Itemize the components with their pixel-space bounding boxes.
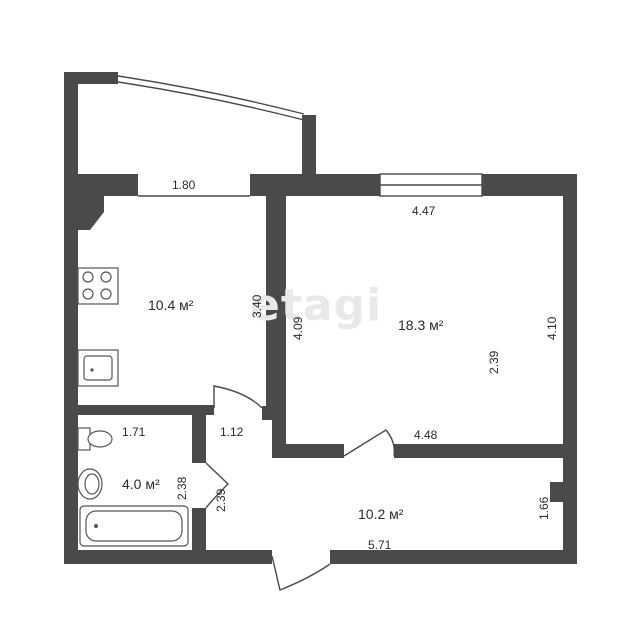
balcony-window-inner (117, 81, 305, 121)
living-bottom-wall-left (272, 444, 344, 458)
living-bottom-label: 4.48 (414, 428, 438, 442)
partition-end (262, 406, 272, 420)
walls (64, 173, 577, 564)
bottom-wall-right (330, 550, 577, 564)
kitchen-door (213, 385, 263, 409)
bathtub-inner (85, 510, 183, 542)
hall-nook-label: 1.12 (220, 425, 244, 439)
entrance-door (271, 555, 331, 591)
stove-burner-icon (100, 271, 112, 283)
hall-width-label: 5.71 (368, 538, 392, 552)
kitchen-fixtures (77, 267, 119, 387)
bathroom-height-label: 2.38 (175, 476, 189, 500)
right-wall-pier (550, 482, 564, 502)
living-bottom-wall-right (394, 444, 564, 458)
living-door (343, 429, 396, 457)
watermark: etagi (250, 280, 383, 331)
bathroom-door (205, 462, 230, 509)
stove-burner-icon (82, 271, 94, 283)
bathroom-right-wall-top (192, 415, 206, 463)
sink-basin (83, 355, 113, 381)
bathroom-right-wall-bottom (192, 508, 206, 556)
stove-burner-icon (82, 288, 94, 300)
kitchen-living-partition (266, 196, 272, 416)
kitchen-area-label: 10.4 м² (148, 297, 194, 313)
toilet-bowl (87, 430, 113, 448)
bottom-wall-left (64, 550, 272, 564)
kitchen-height-label: 3.40 (250, 294, 264, 318)
living-top-label: 4.47 (412, 204, 436, 218)
kitchen-top-wall-left (64, 174, 138, 196)
living-area-label: 18.3 м² (398, 317, 444, 333)
left-outer-wall (64, 174, 78, 564)
kitchen-width-label: 1.80 (172, 178, 196, 192)
balcony (64, 72, 316, 176)
hall-height-label: 1.66 (537, 496, 551, 520)
stove-burner-icon (100, 288, 112, 300)
doors (205, 385, 396, 591)
kitchen-bottom-wall (64, 405, 214, 415)
right-outer-wall (563, 174, 577, 564)
living-left-label: 4.09 (291, 316, 305, 340)
top-wall-middle (250, 174, 380, 196)
balcony-left-wall (64, 72, 78, 176)
sink-drain-icon (90, 368, 94, 372)
living-inner-label: 2.39 (487, 350, 501, 374)
top-wall-right (482, 174, 577, 196)
living-left-wall (272, 196, 286, 448)
bathroom-area-label: 4.0 м² (122, 476, 160, 492)
balcony-window-outer (117, 75, 305, 115)
balcony-right-wall (302, 115, 316, 176)
bathroom-sink-basin (84, 473, 100, 495)
bathroom-fixtures (77, 427, 189, 547)
hall-area-label: 10.2 м² (358, 506, 404, 522)
living-right-label: 4.10 (545, 316, 559, 340)
hall-left-label: 2.39 (214, 488, 228, 512)
bathtub-drain-icon (94, 524, 98, 528)
bathroom-width-label: 1.71 (122, 425, 146, 439)
